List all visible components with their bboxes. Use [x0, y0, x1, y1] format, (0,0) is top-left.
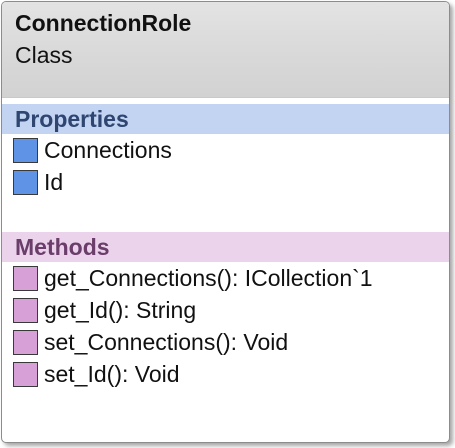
method-icon [13, 361, 38, 387]
method-icon [13, 265, 38, 291]
property-icon [13, 137, 38, 163]
methods-section-title[interactable]: Methods [2, 232, 449, 262]
properties-section-title[interactable]: Properties [2, 104, 449, 134]
class-header: ConnectionRole Class [2, 2, 449, 98]
property-label: Connections [44, 136, 172, 163]
class-kind: Class [15, 42, 73, 68]
method-label: set_Id(): Void [44, 360, 180, 387]
method-item-set-connections[interactable]: set_Connections(): Void [13, 328, 288, 356]
method-item-set-id[interactable]: set_Id(): Void [13, 360, 180, 388]
property-item-id[interactable]: Id [13, 168, 63, 196]
method-label: set_Connections(): Void [44, 328, 289, 355]
property-icon [13, 169, 38, 195]
property-label: Id [44, 168, 64, 195]
property-item-connections[interactable]: Connections [13, 136, 172, 164]
method-icon [13, 297, 38, 323]
method-label: get_Connections(): ICollection`1 [44, 264, 373, 291]
method-item-get-id[interactable]: get_Id(): String [13, 296, 196, 324]
method-label: get_Id(): String [44, 296, 197, 323]
class-box[interactable]: ConnectionRole Class Properties Connecti… [1, 1, 450, 443]
method-item-get-connections[interactable]: get_Connections(): ICollection`1 [13, 264, 373, 292]
method-icon [13, 329, 38, 355]
class-name: ConnectionRole [15, 10, 192, 36]
